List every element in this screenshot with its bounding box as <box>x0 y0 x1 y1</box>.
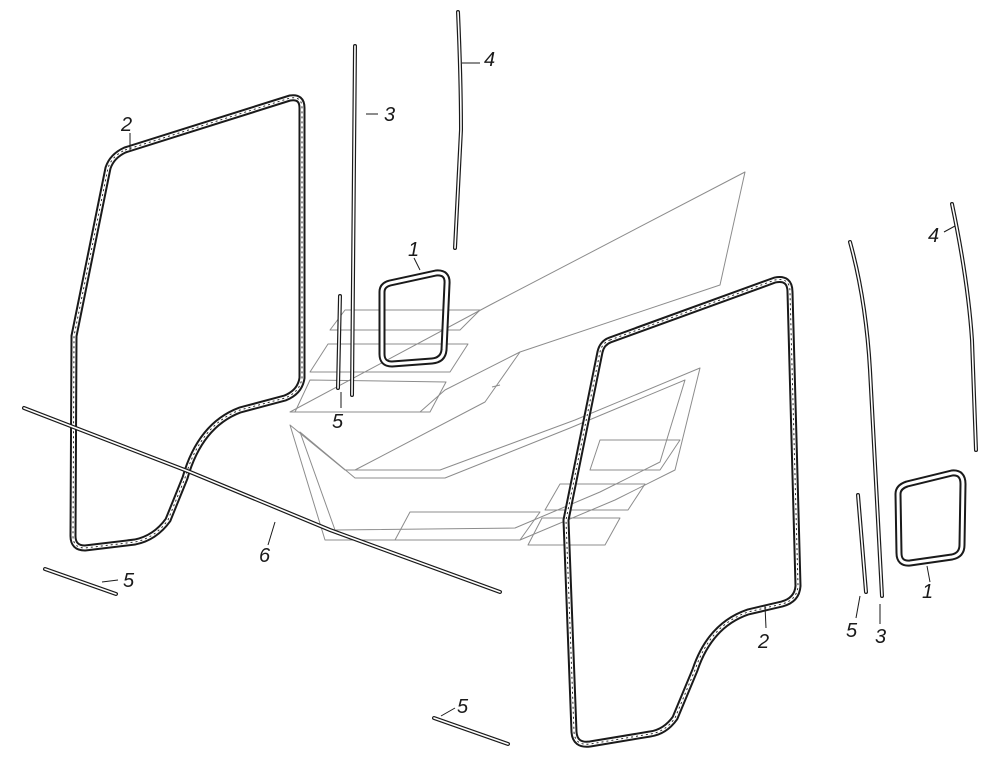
right-glass-run-strip-3 <box>848 240 884 598</box>
callout-4-right-strip: 4 <box>928 225 939 247</box>
cab-ghost-slot-3 <box>294 379 447 413</box>
cab-ghost-tick <box>491 384 501 388</box>
left-glass-run-strip-3 <box>350 44 357 397</box>
callouts: 2 3 4 1 5 6 5 5 4 2 5 3 1 <box>120 49 939 718</box>
cab-ghost-slot-2 <box>309 343 469 373</box>
sill-strip-6 <box>22 406 502 594</box>
callout-1-left-vent: 1 <box>408 239 419 261</box>
callout-5-left-vertical: 5 <box>332 411 344 433</box>
cab-ghost-outline <box>289 171 746 546</box>
cab-ghost-upper-panel <box>289 171 746 413</box>
callout-5-bottom: 5 <box>457 696 469 718</box>
cab-ghost-inner-panel <box>299 379 686 531</box>
left-short-strip-5-bottom <box>43 567 118 596</box>
cab-ghost-slot-5 <box>544 483 646 511</box>
right-glass-run-strip-4 <box>950 202 978 452</box>
left-short-strip-5-vertical <box>336 294 342 390</box>
callout-4-left-strip: 4 <box>484 49 495 71</box>
callout-3-right-strip: 3 <box>875 626 886 648</box>
left-vent-window-seal <box>378 269 451 368</box>
right-door-frame-seal <box>562 276 802 748</box>
callout-5-right-vertical: 5 <box>846 620 858 642</box>
cab-ghost-slot-7 <box>394 511 541 541</box>
callout-6-sill: 6 <box>259 545 271 567</box>
cab-ghost-slot-6 <box>527 517 621 546</box>
left-glass-run-strip-4 <box>453 10 464 250</box>
left-door-frame-seal <box>69 94 306 552</box>
callout-3-left-strip: 3 <box>384 104 395 126</box>
bottom-short-strip-5 <box>432 716 510 746</box>
callout-1-right-vent: 1 <box>922 581 933 603</box>
callout-5-left-bottom: 5 <box>123 570 135 592</box>
callout-2-right-frame: 2 <box>757 631 769 653</box>
right-short-strip-5 <box>856 493 868 594</box>
cab-ghost-slot-4 <box>589 439 681 471</box>
leader-lines <box>101 62 956 717</box>
callout-2-left-frame: 2 <box>120 114 132 136</box>
right-vent-window-seal <box>894 469 967 567</box>
cab-ghost-diagonal <box>354 351 521 471</box>
